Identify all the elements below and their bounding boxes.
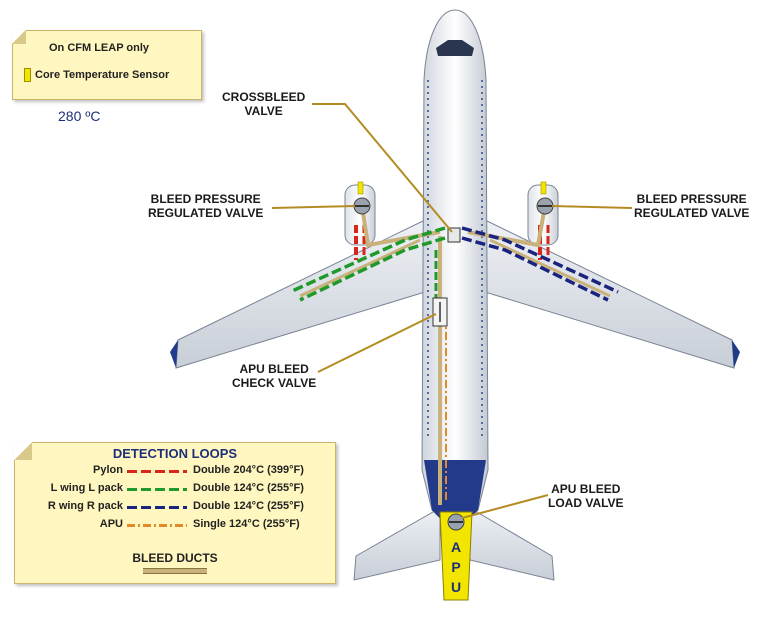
legend-fold [14, 442, 32, 460]
crossbleed-leader [312, 103, 453, 233]
apu-letter-a: A [451, 539, 461, 555]
apu-load-line-1: APU BLEED [551, 482, 621, 496]
legend-row-pylon: Pylon Double 204°C (399°F) [15, 463, 335, 479]
legend-row-apu: APU Single 124°C (255°F) [15, 517, 335, 533]
legend-swatch-apu [127, 524, 187, 527]
right-wing-loop-a [461, 226, 619, 294]
bleed-left-callout: BLEED PRESSURE REGULATED VALVE [148, 192, 263, 220]
right-wingtip [732, 340, 740, 368]
bleed-ducts-swatch [143, 568, 207, 574]
apu-check-line-1: APU BLEED [239, 362, 309, 376]
apu-letter-u: U [451, 579, 461, 595]
legend-row-name: L wing L pack [50, 482, 123, 494]
fuselage [421, 9, 489, 521]
apu-check-leader [317, 313, 437, 373]
detection-loops-legend: DETECTION LOOPS Pylon Double 204°C (399°… [14, 442, 336, 584]
right-wing-loop-b [461, 236, 609, 302]
legend-row-detail: Single 124°C (255°F) [193, 518, 300, 530]
legend-row-name: R wing R pack [47, 500, 123, 512]
crossbleed-line-1: CROSSBLEED [222, 90, 306, 104]
apu-load-leader [461, 494, 549, 519]
left-wing-duct [299, 238, 421, 298]
right-wing-duct [489, 238, 611, 298]
note-line-1: On CFM LEAP only [49, 42, 150, 54]
legend-row-name: Pylon [93, 464, 123, 476]
note-line-2: Core Temperature Sensor [35, 69, 170, 81]
sensor-swatch-icon [24, 68, 31, 82]
temperature-label: 280 ºC [58, 108, 101, 124]
right-core-temp-sensor [540, 181, 547, 195]
bleed-right-line-2: REGULATED VALVE [634, 206, 750, 220]
legend-row-detail: Double 124°C (255°F) [193, 500, 304, 512]
crossbleed-callout: CROSSBLEED VALVE [222, 90, 305, 118]
left-wingtip [170, 340, 178, 368]
cfm-leap-note: On CFM LEAP only Core Temperature Sensor [12, 30, 202, 100]
legend-swatch-pylon [127, 470, 187, 473]
apu-check-line-2: CHECK VALVE [232, 376, 317, 390]
right-stabilizer [469, 507, 555, 581]
left-wing-loop-b [299, 236, 446, 302]
apu-check-callout: APU BLEED CHECK VALVE [232, 362, 316, 390]
legend-row-l-wing: L wing L pack Double 124°C (255°F) [15, 481, 335, 497]
crossbleed-line-2: VALVE [244, 104, 283, 118]
tail-blue [424, 460, 486, 520]
apu-load-line-2: LOAD VALVE [548, 496, 624, 510]
legend-title: DETECTION LOOPS [112, 446, 238, 461]
legend-row-r-wing: R wing R pack Double 124°C (255°F) [15, 499, 335, 515]
bleed-left-line-1: BLEED PRESSURE [150, 192, 261, 206]
note-fold [12, 30, 26, 44]
cockpit-windows [436, 40, 474, 56]
apu-box [439, 511, 473, 601]
legend-swatch-l-wing [127, 488, 187, 491]
bleed-ducts-label: BLEED DUCTS [132, 551, 218, 565]
bleed-right-line-1: BLEED PRESSURE [636, 192, 747, 206]
apu-letter-p: P [451, 559, 460, 575]
left-stabilizer [353, 507, 441, 581]
legend-row-detail: Double 124°C (255°F) [193, 482, 304, 494]
legend-swatch-r-wing [127, 506, 187, 509]
bleed-right-callout: BLEED PRESSURE REGULATED VALVE [634, 192, 749, 220]
right-bleed-leader [551, 205, 633, 209]
left-bleed-leader [271, 205, 356, 209]
apu-load-callout: APU BLEED LOAD VALVE [548, 482, 624, 510]
left-core-temp-sensor [357, 181, 364, 195]
bleed-left-line-2: REGULATED VALVE [148, 206, 264, 220]
legend-row-detail: Double 204°C (399°F) [193, 464, 304, 476]
legend-row-name: APU [99, 518, 123, 530]
